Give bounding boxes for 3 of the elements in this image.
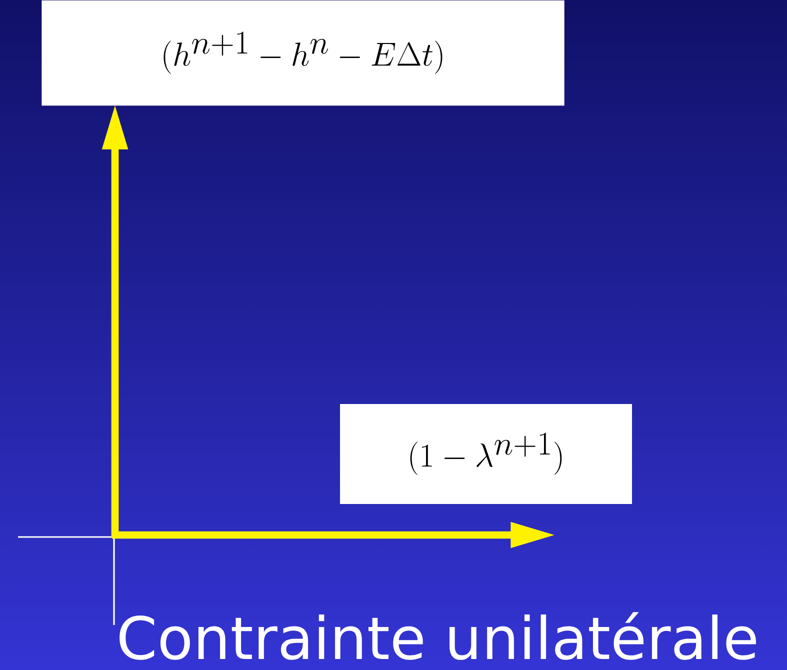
- formula-box: $(1 - \lambda^{n+1})$: [340, 404, 632, 504]
- formula-box: $(h^{n+1} - h^n - E\Delta t)$: [42, 0, 564, 106]
- caption: Contrainte unilatérale: [120, 612, 756, 660]
